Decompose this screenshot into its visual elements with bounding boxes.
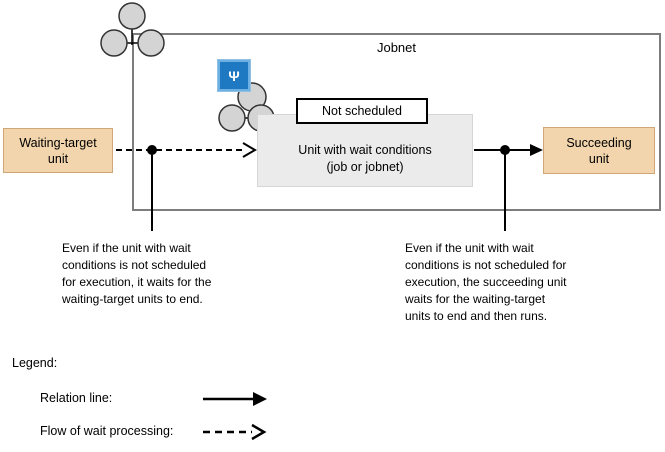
left-callout-note: Even if the unit with wait conditions is…: [62, 241, 212, 306]
waiting-target-unit-box: Waiting-target unit: [3, 128, 113, 173]
legend-wait-flow-label: Flow of wait processing:: [40, 424, 174, 438]
right-callout-note: Even if the unit with wait conditions is…: [405, 241, 567, 323]
jobnet-label: Jobnet: [376, 40, 417, 55]
legend-title: Legend:: [12, 356, 58, 370]
unit-with-wait-conditions-box: Unit with wait conditions (job or jobnet…: [257, 114, 473, 187]
succeeding-unit-box: Succeeding unit: [543, 127, 655, 174]
not-scheduled-label-box: Not scheduled: [296, 98, 428, 124]
wait-condition-icon: Ψ: [218, 60, 250, 91]
legend-relation-line-label: Relation line:: [40, 391, 113, 405]
legend-wait-flow-sample: [203, 423, 267, 441]
legend-relation-line-sample: [203, 392, 267, 406]
